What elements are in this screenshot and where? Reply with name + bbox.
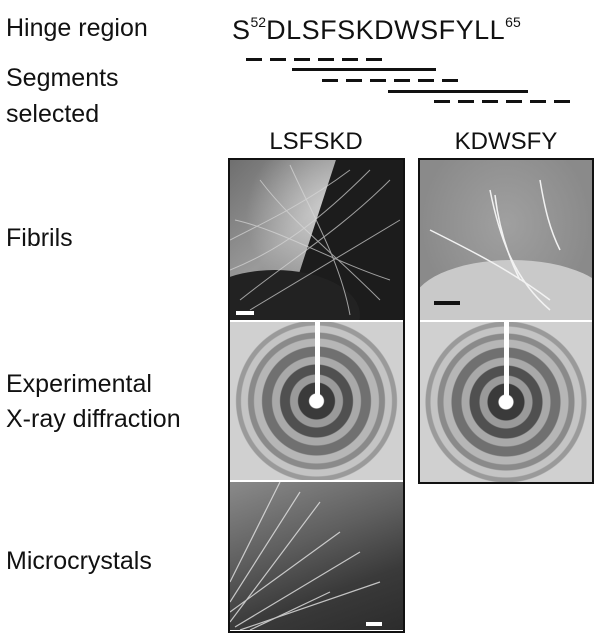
- fibril-strands-left: [230, 164, 401, 316]
- diffraction-image-left: [230, 322, 403, 480]
- segment-line-1: [246, 58, 386, 61]
- sequence-start-number: 52: [250, 14, 267, 30]
- fibrils-image-right: [420, 160, 592, 320]
- segment-line-3: [322, 79, 464, 82]
- microcrystal-needles: [230, 482, 381, 630]
- hinge-sequence: S52DLSFSKDWSFYLL65: [232, 14, 521, 46]
- sequence-middle: DLSFSKDWSFYLL: [266, 15, 506, 45]
- segment-line-5: [434, 100, 576, 103]
- segment-line-2: [292, 68, 436, 71]
- microcrystals-image: [230, 482, 403, 630]
- segment-line-4: [388, 90, 528, 93]
- label-fibrils: Fibrils: [6, 224, 73, 252]
- fibrils-image-left: [230, 160, 403, 320]
- label-microcrystals: Microcrystals: [6, 547, 152, 575]
- scale-bar-fibrils-right: [434, 301, 460, 305]
- sequence-start-residue: S: [232, 15, 251, 45]
- label-segments-line1: Segments: [6, 64, 119, 92]
- beamstop-right: [504, 322, 509, 404]
- column-title-right: KDWSFY: [454, 128, 558, 155]
- sequence-end-number: 65: [505, 14, 521, 30]
- label-xray-line1: Experimental: [6, 370, 152, 398]
- column-title-left: LSFSKD: [269, 128, 363, 155]
- label-segments-line2: selected: [6, 100, 100, 128]
- label-xray-line2: X-ray diffraction: [6, 405, 181, 433]
- scale-bar-fibrils-left: [236, 311, 254, 315]
- fibril-strands-right: [429, 179, 561, 311]
- beamstop-left: [315, 322, 320, 400]
- scale-bar-microcrystals: [366, 622, 382, 626]
- label-hinge-region: Hinge region: [6, 14, 148, 42]
- diffraction-image-right: [420, 322, 592, 482]
